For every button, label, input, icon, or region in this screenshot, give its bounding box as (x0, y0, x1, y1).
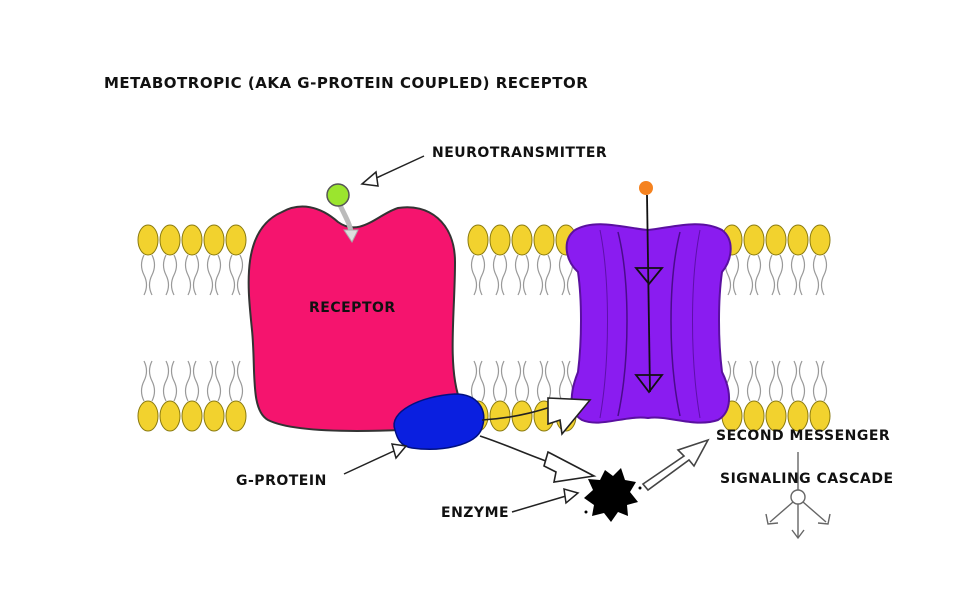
second-messenger-arrow (641, 438, 710, 492)
lipid-molecule (809, 224, 831, 432)
channel-ligand (639, 181, 653, 195)
lipid-molecule (225, 224, 247, 432)
g-protein-label: G-PROTEIN (236, 473, 327, 489)
signaling-cascade-icon (765, 452, 831, 540)
g-protein-pointer (343, 449, 397, 475)
receptor-label: RECEPTOR (309, 300, 396, 316)
lipid-molecule (181, 224, 203, 432)
lipid-molecule (137, 224, 159, 432)
neurotransmitter (326, 183, 350, 207)
ion-channel (565, 181, 732, 424)
lipid-molecule (511, 224, 533, 432)
g-protein-to-enzyme-arrowhead (543, 450, 597, 483)
lipid-molecule (489, 224, 511, 432)
enzyme-fleck (584, 510, 588, 514)
neurotransmitter-pointer (371, 155, 425, 181)
lipid-molecule (203, 224, 225, 432)
lipid-molecule (743, 224, 765, 432)
enzyme-pointer (511, 495, 567, 513)
enzyme-fleck (638, 486, 642, 490)
lipid-molecule (787, 224, 809, 432)
lipid-molecule (765, 224, 787, 432)
neurotransmitter-binding-arrowhead (343, 229, 359, 243)
enzyme-label: ENZYME (441, 505, 510, 521)
lipid-molecule (159, 224, 181, 432)
signaling-cascade-label: SIGNALING CASCADE (720, 471, 894, 487)
g-protein-to-channel-arrowhead (547, 397, 592, 436)
enzyme (584, 468, 638, 522)
page-title: METABOTROPIC (AKA G-PROTEIN COUPLED) REC… (104, 74, 589, 92)
second-messenger-label: SECOND MESSENGER (716, 428, 891, 444)
neurotransmitter-label: NEUROTRANSMITTER (432, 145, 608, 161)
